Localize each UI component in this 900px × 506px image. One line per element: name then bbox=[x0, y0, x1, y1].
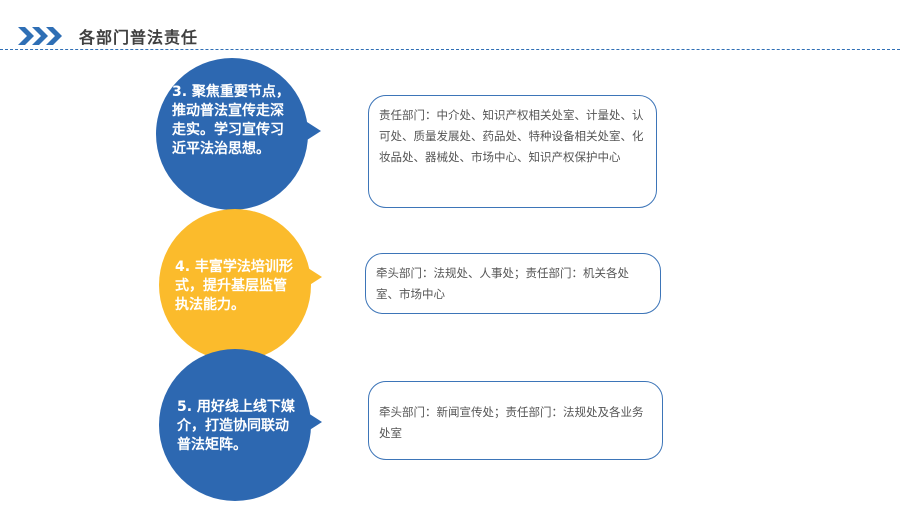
step-circle-4: 4. 丰富学法培训形式，提升基层监管执法能力。 bbox=[159, 209, 311, 361]
step-3-responsibility-box: 责任部门：中介处、知识产权相关处室、计量处、认可处、质量发展处、药品处、特种设备… bbox=[368, 95, 657, 208]
step-5-text: 5. 用好线上线下媒介，打造协同联动普法矩阵。 bbox=[177, 399, 295, 453]
step-4-text: 4. 丰富学法培训形式，提升基层监管执法能力。 bbox=[175, 259, 293, 313]
header: 各部门普法责任 bbox=[0, 0, 900, 55]
step-4-responsibility-box: 牵头部门：法规处、人事处；责任部门：机关各处室、市场中心 bbox=[365, 253, 661, 314]
triple-chevron-right-icon bbox=[18, 27, 62, 45]
step-circle-5: 5. 用好线上线下媒介，打造协同联动普法矩阵。 bbox=[159, 349, 311, 501]
header-divider bbox=[0, 49, 900, 50]
step-3-pointer bbox=[307, 122, 321, 140]
step-circle-3: 3. 聚焦重要节点，推动普法宣传走深走实。学习宣传习近平法治思想。 bbox=[156, 58, 308, 210]
step-4-pointer bbox=[308, 268, 322, 286]
step-5-pointer bbox=[308, 413, 322, 431]
step-5-responsibility-box: 牵头部门：新闻宣传处；责任部门：法规处及各业务处室 bbox=[368, 381, 663, 460]
step-3-text: 3. 聚焦重要节点，推动普法宣传走深走实。学习宣传习近平法治思想。 bbox=[172, 84, 290, 157]
page-title: 各部门普法责任 bbox=[79, 28, 199, 47]
